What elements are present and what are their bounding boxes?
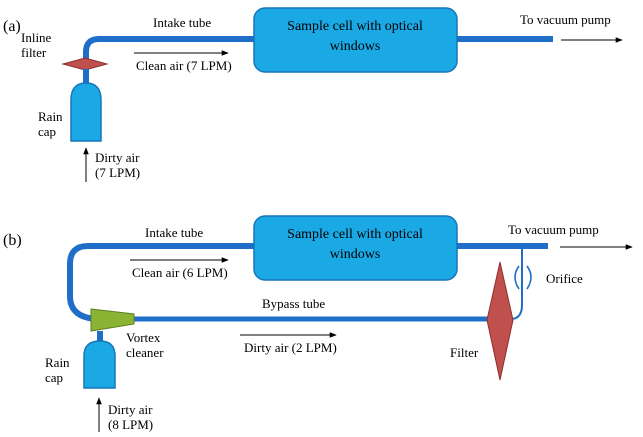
panel-a-label: (a) — [3, 18, 21, 35]
panel-a-dirty-air-label-line1: Dirty air — [95, 150, 140, 165]
panel-a: (a) Sample cell with optical windows Inl… — [3, 7, 623, 182]
panel-b-vortex-label-line1: Vortex — [126, 330, 161, 345]
panel-b-filter-label: Filter — [450, 345, 479, 360]
panel-b-orifice-arc-left — [514, 265, 520, 290]
panel-a-sample-cell — [253, 7, 458, 73]
panel-b-rain-cap-label-line2: cap — [45, 370, 63, 385]
panel-a-inline-filter-label-line2: filter — [21, 45, 47, 60]
panel-b-cell-label-line2: windows — [330, 247, 381, 262]
panel-a-cell-label-line1: Sample cell with optical — [287, 19, 423, 34]
panel-a-to-vacuum-label: To vacuum pump — [520, 12, 611, 27]
panel-a-rain-cap-label-line1: Rain — [38, 109, 63, 124]
panel-b-vortex-cleaner — [90, 308, 135, 332]
panel-b-rain-cap — [83, 340, 116, 389]
panel-b-intake-tube-label: Intake tube — [145, 225, 203, 240]
panel-b-dirty-air-label-line1: Dirty air — [108, 402, 153, 417]
panel-b-orifice-label: Orifice — [546, 271, 583, 286]
panel-b-sample-cell — [253, 215, 458, 281]
panel-b-rain-cap-label-line1: Rain — [45, 355, 70, 370]
panel-b-vortex-label-line2: cleaner — [126, 345, 164, 360]
panel-a-intake-tube-label: Intake tube — [153, 15, 211, 30]
panel-a-inline-filter — [61, 57, 109, 71]
panel-a-inline-filter-label-line1: Inline — [21, 30, 52, 45]
panel-a-clean-air-label: Clean air (7 LPM) — [136, 58, 232, 73]
panel-b-clean-air-label: Clean air (6 LPM) — [132, 265, 228, 280]
panel-b-bypass-tube-label: Bypass tube — [262, 296, 325, 311]
panel-b: (b) Sample cell with optical windows Int… — [3, 215, 633, 432]
panel-a-cell-label-line2: windows — [330, 39, 381, 54]
panel-a-filter-stem — [83, 69, 89, 83]
panel-a-intake-tube — [83, 36, 258, 82]
panel-b-orifice-arc-right — [526, 265, 532, 290]
panel-b-vortex-stem — [97, 331, 103, 341]
panel-b-to-vacuum-label: To vacuum pump — [508, 222, 599, 237]
panel-b-intake-tube — [67, 243, 258, 322]
panel-b-dirty-air-label-line2: (8 LPM) — [108, 417, 153, 432]
panel-a-rain-cap — [70, 82, 102, 142]
panel-b-filter — [486, 261, 514, 381]
panel-a-dirty-air-label-line2: (7 LPM) — [95, 165, 140, 180]
panel-b-cell-label-line1: Sample cell with optical — [287, 227, 423, 242]
panel-b-label: (b) — [3, 232, 22, 249]
panel-b-dirty-air-bypass-label: Dirty air (2 LPM) — [244, 340, 337, 355]
panel-a-rain-cap-label-line2: cap — [38, 124, 56, 139]
